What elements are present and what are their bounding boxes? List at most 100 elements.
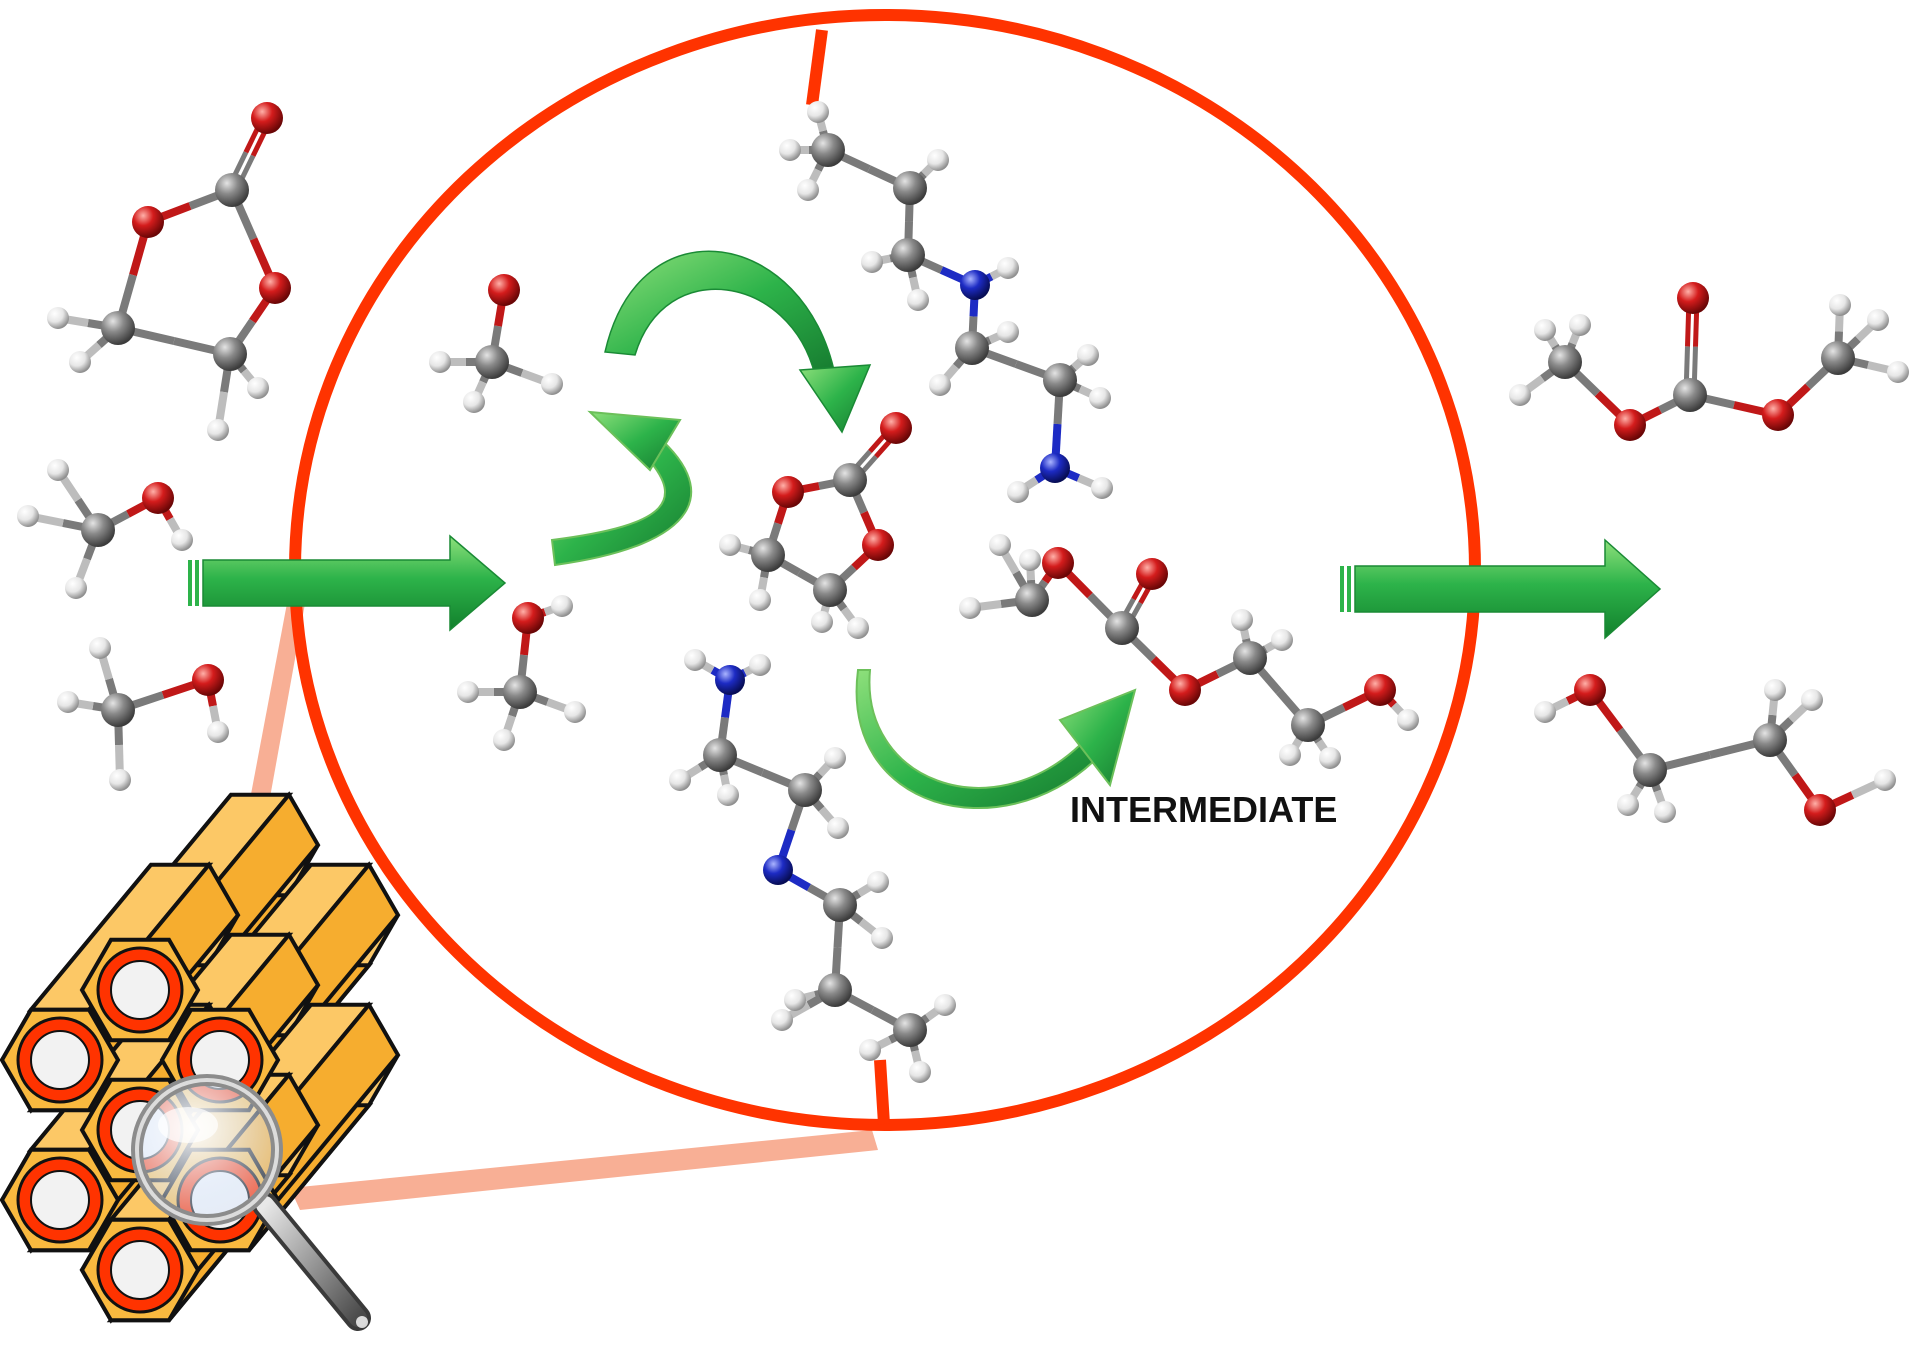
carbon-atom [81, 513, 115, 547]
carbon-atom [1673, 378, 1707, 412]
carbon-atom [893, 1013, 927, 1047]
hydrogen-atom [929, 374, 951, 396]
hydrogen-atom [69, 351, 91, 373]
hydrogen-atom [1534, 319, 1556, 341]
hydrogen-atom [65, 577, 87, 599]
hydrogen-atom [207, 721, 229, 743]
carbon-atom [813, 573, 847, 607]
hydrogen-atom [1764, 679, 1786, 701]
molecule-amine-ligand-top [779, 101, 1113, 503]
nitrogen-atom [1040, 453, 1070, 483]
hydrogen-atom [1019, 549, 1041, 571]
hydrogen-atom [1801, 689, 1823, 711]
hydrogen-atom [867, 871, 889, 893]
carbon-atom [1753, 723, 1787, 757]
hydrogen-atom [1867, 309, 1889, 331]
hydrogen-atom [1089, 387, 1111, 409]
pore-center [110, 960, 170, 1020]
hydrogen-atom [927, 149, 949, 171]
molecules-layer [17, 101, 1909, 1083]
hydrogen-atom [997, 321, 1019, 343]
hydrogen-atom [669, 769, 691, 791]
molecule-methanol-inside [457, 595, 586, 751]
hydrogen-atom [989, 534, 1011, 556]
hydrogen-atom [1887, 361, 1909, 383]
molecule-amine-ligand-bottom [669, 649, 956, 1083]
carbon-atom [788, 773, 822, 807]
hydrogen-atom [824, 747, 846, 769]
hydrogen-atom [827, 817, 849, 839]
hydrogen-atom [541, 373, 563, 395]
hydrogen-atom [463, 391, 485, 413]
hydrogen-atom [1534, 701, 1556, 723]
carbon-atom [101, 311, 135, 345]
mesoporous-catalyst-honeycomb [0, 791, 401, 1324]
hydrogen-atom [1319, 747, 1341, 769]
hydrogen-atom [1397, 709, 1419, 731]
pore-center [30, 1030, 90, 1090]
carbon-atom [955, 331, 989, 365]
pore-center [30, 1170, 90, 1230]
oxygen-atom [512, 602, 544, 634]
curved-arrow-left [550, 410, 692, 567]
hydrogen-atom [749, 654, 771, 676]
hydrogen-atom [1279, 744, 1301, 766]
molecule-methanol-reactant-1 [17, 459, 193, 599]
carbon-atom [1233, 641, 1267, 675]
carbon-atom [1633, 753, 1667, 787]
oxygen-atom [132, 206, 164, 238]
hydrogen-atom [847, 617, 869, 639]
carbon-atom [1105, 611, 1139, 645]
nitrogen-atom [960, 270, 990, 300]
hydrogen-atom [429, 351, 451, 373]
oxygen-atom [142, 482, 174, 514]
nitrogen-atom [715, 665, 745, 695]
carbon-atom [215, 173, 249, 207]
carbon-atom [891, 238, 925, 272]
oxygen-atom [251, 102, 283, 134]
carbon-atom [1821, 341, 1855, 375]
carbon-atom [1015, 583, 1049, 617]
hydrogen-atom [564, 701, 586, 723]
oxygen-atom [259, 272, 291, 304]
hydrogen-atom [1091, 477, 1113, 499]
hydrogen-atom [89, 637, 111, 659]
hydrogen-atom [1077, 344, 1099, 366]
molecule-dimethyl-carbonate-product [1509, 282, 1909, 441]
hydrogen-atom [109, 769, 131, 791]
hydrogen-atom [57, 691, 79, 713]
oxygen-atom [1574, 674, 1606, 706]
hydrogen-atom [1617, 794, 1639, 816]
hydrogen-atom [717, 784, 739, 806]
carbon-atom [101, 693, 135, 727]
carbon-atom [823, 888, 857, 922]
hydrogen-atom [784, 989, 806, 1011]
hydrogen-atom [1829, 294, 1851, 316]
hydrogen-atom [997, 257, 1019, 279]
carbon-atom [1291, 708, 1325, 742]
hydrogen-atom [1509, 384, 1531, 406]
carbon-atom [475, 345, 509, 379]
intermediate-label: INTERMEDIATE [1070, 789, 1337, 830]
hydrogen-atom [771, 1009, 793, 1031]
oxygen-atom [1804, 794, 1836, 826]
hydrogen-atom [1654, 801, 1676, 823]
hydrogen-atom [207, 419, 229, 441]
oxygen-atom [488, 274, 520, 306]
hydrogen-atom [457, 681, 479, 703]
oxygen-atom [1364, 674, 1396, 706]
oxygen-atom [772, 476, 804, 508]
hydrogen-atom [684, 649, 706, 671]
hydrogen-atom [959, 597, 981, 619]
hydrogen-atom [1569, 314, 1591, 336]
oxygen-atom [862, 529, 894, 561]
nitrogen-atom [763, 855, 793, 885]
hydrogen-atom [934, 994, 956, 1016]
molecule-ethylene-carbonate-reactant [47, 102, 291, 441]
oxygen-atom [192, 664, 224, 696]
hydrogen-atom [1231, 609, 1253, 631]
output-arrow [1340, 538, 1662, 640]
hydrogen-atom [171, 529, 193, 551]
molecule-methanol-reactant-2 [57, 637, 229, 791]
